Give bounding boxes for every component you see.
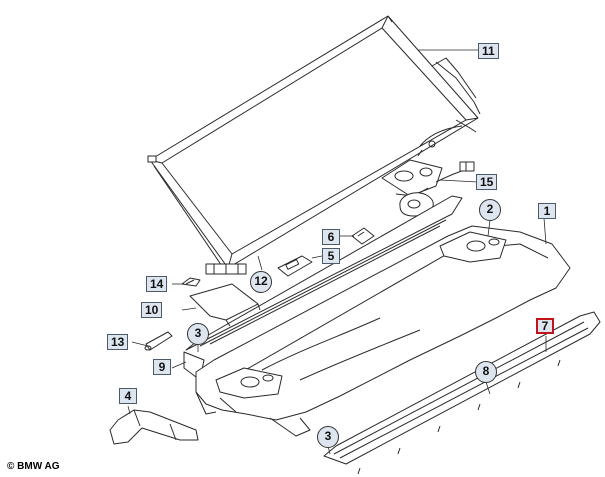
callout-7[interactable]: 7 [536, 318, 554, 334]
switch [277, 255, 313, 277]
callout-1[interactable]: 1 [538, 203, 556, 219]
callout-4[interactable]: 4 [119, 388, 137, 404]
callout-5[interactable]: 5 [322, 248, 340, 264]
clip [181, 277, 201, 287]
callout-3-lower[interactable]: 3 [317, 426, 339, 448]
callout-11[interactable]: 11 [478, 43, 499, 59]
callout-6[interactable]: 6 [322, 229, 340, 245]
leader-lines [127, 49, 547, 455]
callout-12[interactable]: 12 [250, 271, 272, 293]
callout-9[interactable]: 9 [153, 359, 171, 375]
cover-plate [189, 283, 261, 327]
callout-15[interactable]: 15 [476, 174, 498, 190]
parcel-shelf [195, 225, 571, 437]
cap [351, 227, 375, 245]
callout-10[interactable]: 10 [141, 302, 163, 318]
roller-blind-frame [147, 15, 481, 275]
trim-strip [323, 311, 601, 475]
callout-3-upper[interactable]: 3 [187, 323, 209, 345]
callout-13[interactable]: 13 [107, 334, 129, 350]
pin [144, 331, 173, 351]
corner-bracket [109, 409, 199, 445]
callout-14[interactable]: 14 [146, 276, 168, 292]
copyright-label: © BMW AG [7, 461, 60, 472]
drive-unit [381, 125, 475, 217]
callout-8[interactable]: 8 [475, 361, 497, 383]
callout-2[interactable]: 2 [479, 199, 501, 221]
